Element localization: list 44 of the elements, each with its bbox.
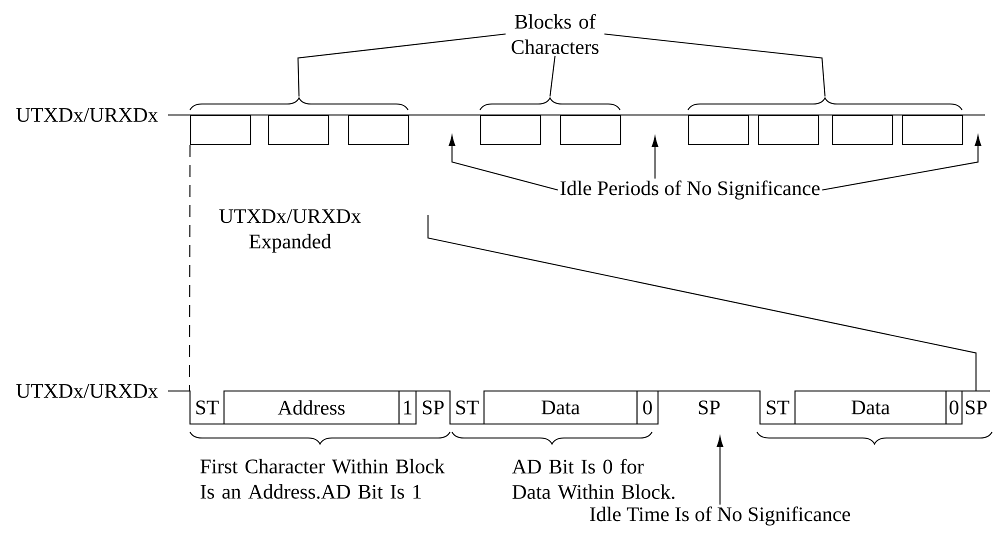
bit-label: SP xyxy=(966,400,987,414)
arrow xyxy=(716,436,724,505)
character-box xyxy=(480,115,542,146)
brace xyxy=(452,432,652,445)
callout-text: Idle Time Is of No Significance xyxy=(590,506,850,526)
leader-line xyxy=(297,33,506,96)
character-box xyxy=(348,115,410,146)
bit-field: 0 xyxy=(945,390,963,425)
brace xyxy=(688,97,962,110)
bit-label: SP xyxy=(698,400,720,414)
signal-label: UTXDx/URXDx xyxy=(16,384,158,398)
brace xyxy=(190,97,408,110)
character-box xyxy=(268,115,330,146)
caption: First Character Within Block Is an Address.AD Bit Is 1 xyxy=(200,458,445,499)
callout-text: Blocks of Characters xyxy=(512,14,598,54)
character-box xyxy=(560,115,622,146)
bit-field: Data xyxy=(483,390,638,425)
leader-line xyxy=(549,56,556,97)
callout-text: Idle Periods of No Significance xyxy=(560,180,820,200)
signal-label: UTXDx/URXDx xyxy=(16,108,158,122)
leader-line xyxy=(427,215,977,390)
bit-label: SP xyxy=(422,400,444,414)
bit-field: Data xyxy=(794,390,947,425)
character-box xyxy=(832,115,894,146)
brace xyxy=(480,97,620,110)
arrow xyxy=(652,136,658,179)
caption: AD Bit Is 0 for Data Within Block. xyxy=(512,458,674,500)
bit-label: ST xyxy=(456,400,479,414)
signal-label: UTXDx/URXDx Expanded xyxy=(219,209,361,253)
character-box xyxy=(190,115,252,146)
character-box xyxy=(902,115,964,146)
bit-field: Address xyxy=(223,390,400,425)
brace xyxy=(756,432,992,445)
bit-label: ST xyxy=(196,400,219,414)
character-box xyxy=(688,115,750,146)
character-box xyxy=(758,115,820,146)
arrow xyxy=(822,135,982,191)
arrow xyxy=(448,135,558,190)
bit-field: 0 xyxy=(636,390,659,425)
brace xyxy=(190,432,450,445)
projection-line xyxy=(188,145,191,390)
leader-line xyxy=(604,33,826,96)
bit-field: 1 xyxy=(398,390,417,425)
bit-label: ST xyxy=(766,400,790,414)
